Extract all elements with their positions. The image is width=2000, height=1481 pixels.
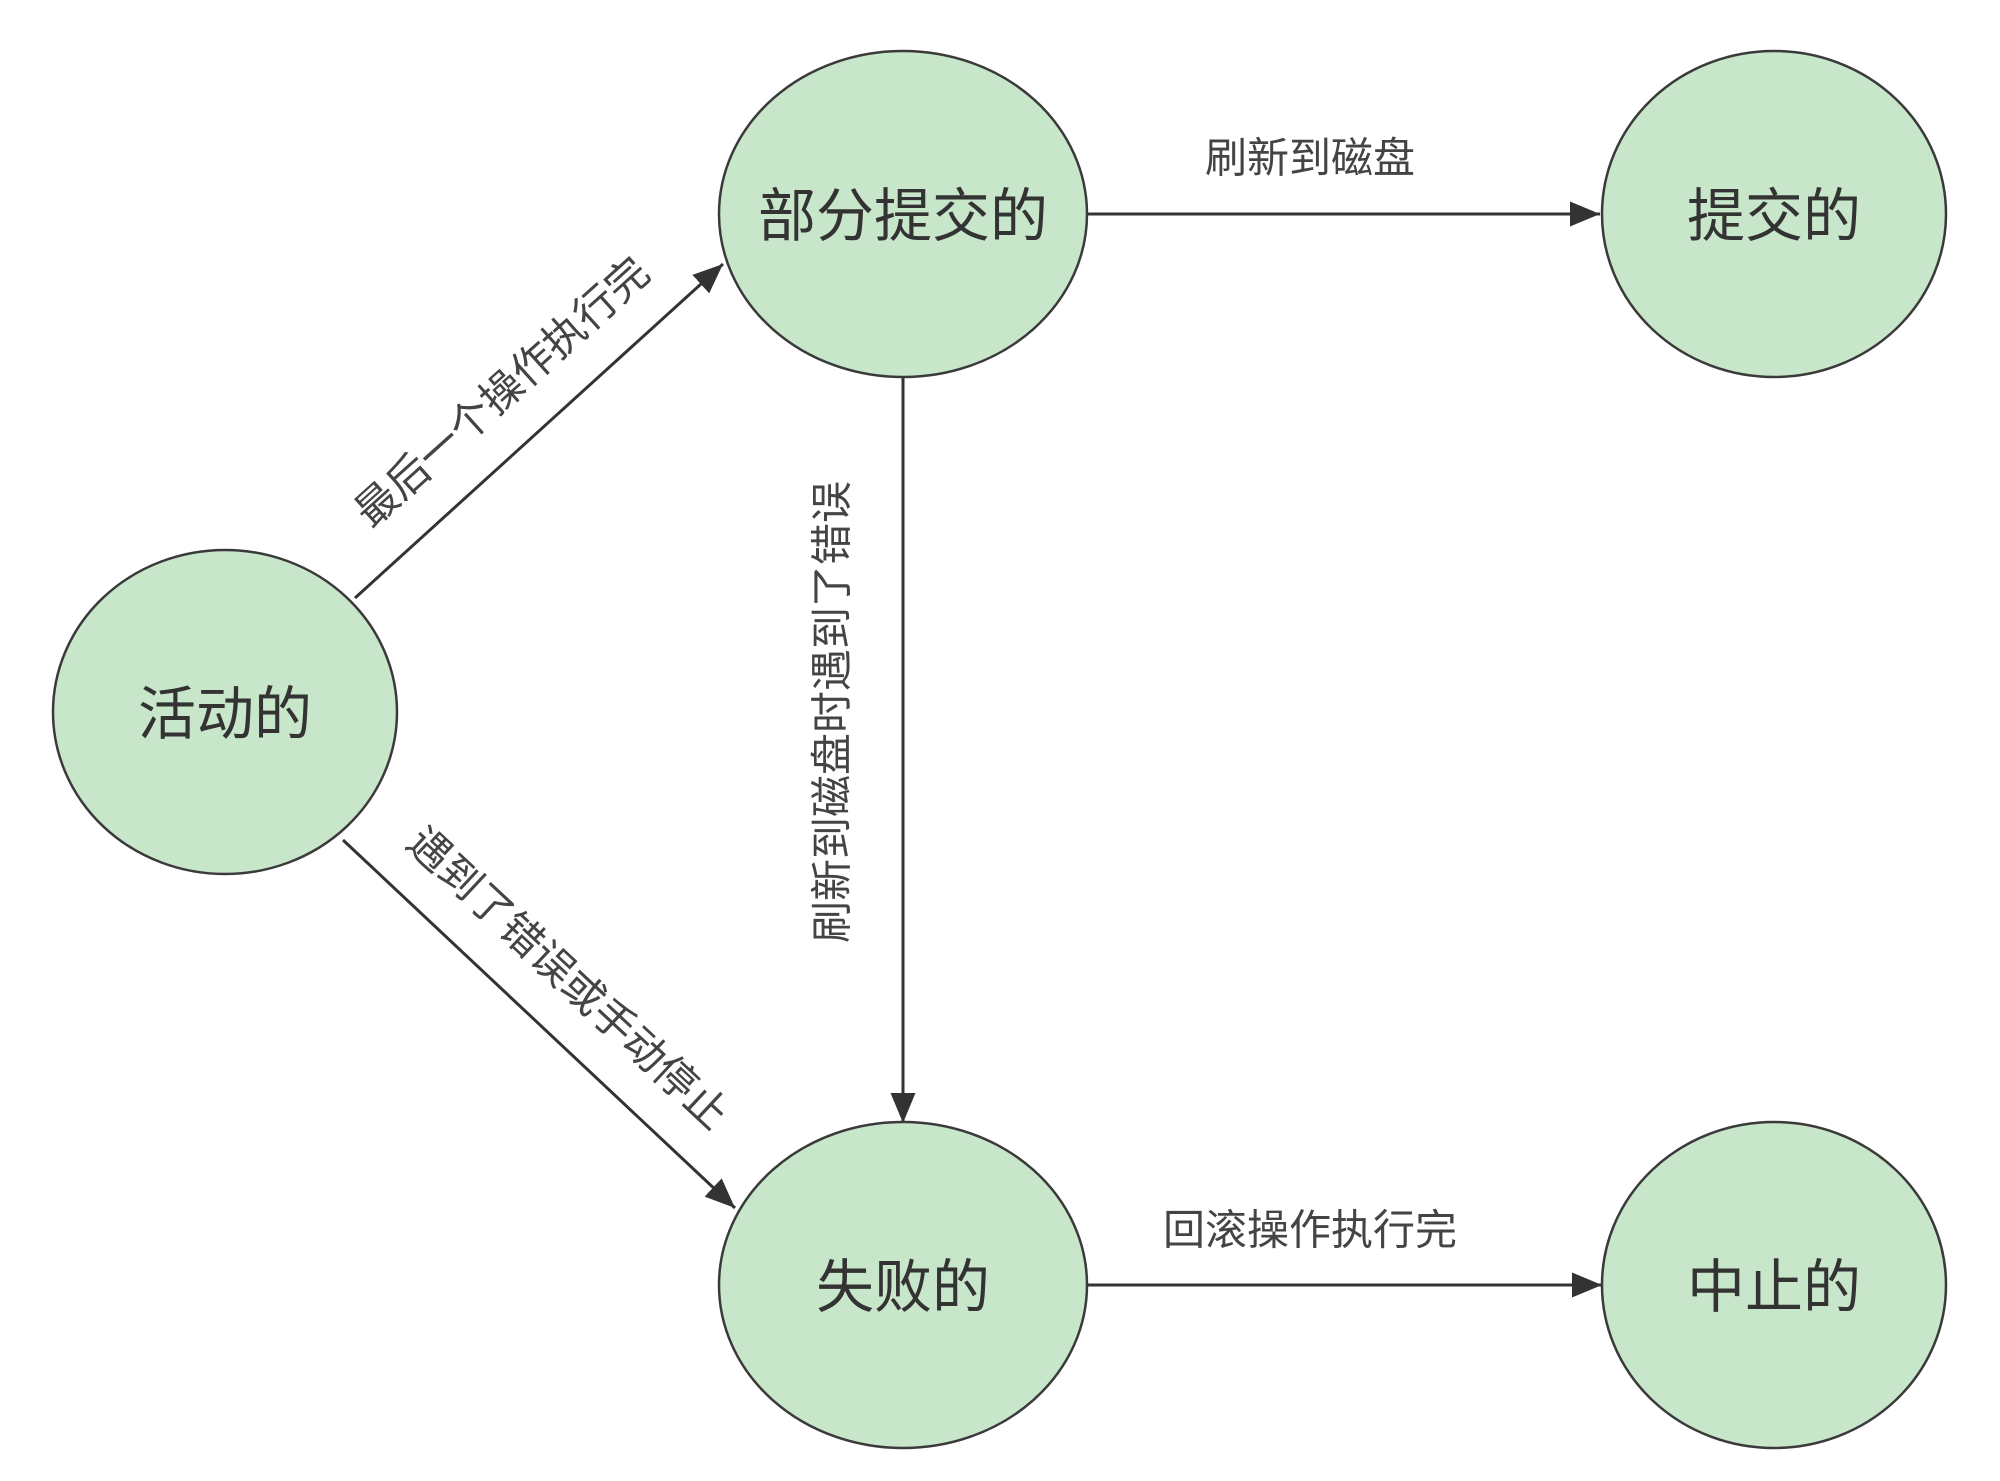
node-active-label: 活动的 xyxy=(138,680,312,748)
node-active: 活动的 xyxy=(51,548,399,876)
edges xyxy=(341,201,1602,1298)
edge-label-active-to-failed: 遇到了错误或手动停止 xyxy=(398,817,739,1139)
node-active-circle xyxy=(51,548,399,876)
edge-label-active-to-partial: 最后一个操作执行完 xyxy=(345,247,659,536)
node-failed: 失败的 xyxy=(717,1120,1089,1450)
edge-label-failed-to-aborted: 回滚操作执行完 xyxy=(1163,1206,1457,1255)
edge-label-partial-to-failed: 刷新到磁盘时遇到了错误 xyxy=(808,481,857,943)
node-aborted-label: 中止的 xyxy=(1687,1253,1861,1321)
node-partially-committed-label: 部分提交的 xyxy=(758,182,1048,250)
node-partially-committed: 部分提交的 xyxy=(717,49,1089,379)
node-failed-label: 失败的 xyxy=(816,1253,990,1321)
edge-label-partial-to-committed: 刷新到磁盘 xyxy=(1205,134,1415,183)
edge-active-to-partial xyxy=(353,262,725,600)
node-committed-circle xyxy=(1600,49,1948,379)
node-partially-committed-circle xyxy=(717,49,1089,379)
node-committed: 提交的 xyxy=(1600,49,1948,379)
node-committed-label: 提交的 xyxy=(1687,182,1861,250)
node-aborted-circle xyxy=(1600,1120,1948,1450)
node-failed-circle xyxy=(717,1120,1089,1450)
edge-active-to-failed xyxy=(341,838,737,1210)
node-aborted: 中止的 xyxy=(1600,1120,1948,1450)
